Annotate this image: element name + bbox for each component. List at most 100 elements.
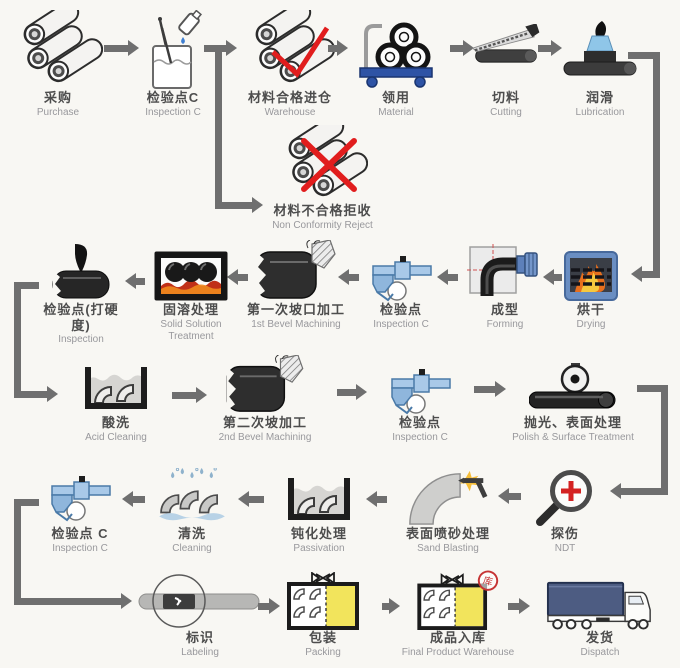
step-label-en: Polish & Surface Treatment [512,431,634,443]
step-label-zh: 成品入库 [429,630,486,645]
red-stamp-icon: 库 [477,570,499,591]
step-label-zh: 材料合格进仓 [247,90,332,105]
step-label-zh: 润滑 [585,90,614,105]
step-warehouse: 材料合格进仓 Warehouse [240,10,340,119]
connector-segment [14,282,39,289]
step-acid-cleaning: 酸洗 Acid Cleaning [78,355,154,444]
flow-arrow-left [366,491,387,507]
flow-arrow-left [227,269,248,285]
red-check-icon [271,26,330,78]
flow-arrow-right [508,598,530,614]
step-label-en: Cutting [490,106,522,118]
step-label-en: Cleaning [172,542,212,554]
step-cutting: 切料 Cutting [470,10,542,119]
step-label-en: Inspection C [373,318,429,330]
step-label-zh: 酸洗 [101,415,130,430]
flow-arrow-right [21,386,58,402]
bevel-machining-icon [244,240,348,302]
step-label-zh: 包装 [308,630,337,645]
step-label-en: Inspection C [392,431,448,443]
flow-arrow-left [238,491,264,507]
step-label-zh: 探伤 [550,526,579,541]
step-label-zh: 检验点 C [51,526,109,541]
connector-segment [215,48,222,208]
flow-arrow-right [258,598,280,614]
three-pipes-cross-icon [255,125,390,203]
step-label-zh: 发货 [585,630,614,645]
step-dispatch: 发货 Dispatch [545,570,655,659]
flow-arrow-right [21,593,132,609]
flow-arrow-right [328,40,348,56]
flow-arrow-left [543,269,562,285]
magnifier-cross-icon [532,468,598,526]
flow-arrow-left [498,488,521,504]
step-purchase: 采购 Purchase [12,10,104,119]
step-label-en: Forming [486,318,524,330]
step-packing: 包装 Packing [285,570,361,659]
step-ndt: 探伤 NDT [532,468,598,555]
step-labeling: 标识 Labeling [135,570,265,659]
step-label-zh: 清洗 [177,526,206,541]
packing-box-stamp-icon: 库 [398,570,518,630]
step-label-zh: 切料 [491,90,520,105]
caliper-icon [385,355,455,415]
flow-arrow-left [610,483,661,499]
step-label-zh: 领用 [381,90,410,105]
packing-box-icon [285,570,361,630]
step-label-en: Final Product Warehouse [401,646,515,658]
step-label-zh: 标识 [185,630,214,645]
step-inspection-c4: 检验点 C Inspection C [44,468,116,555]
step-label-zh: 固溶处理 [162,302,219,317]
step-sand-blasting: 表面喷砂处理 Sand Blasting [400,468,496,555]
svg-text:库: 库 [482,574,495,588]
sandblast-elbow-icon [400,468,496,526]
step-label-en: Lubrication [575,106,625,118]
flow-arrow-left [122,491,145,507]
step-label-zh: 采购 [43,90,72,105]
step-label-en: Material [378,106,414,118]
step-inspection-c3: 检验点 Inspection C [385,355,455,444]
flow-arrow-right [382,598,400,614]
connector-segment [14,282,21,398]
step-bevel2: 第二次坡加工 2nd Bevel Machining [213,355,317,444]
connector-segment [14,499,21,605]
step-label-en: Labeling [181,646,219,658]
beaker-test-icon [138,10,208,90]
flow-arrow-left [437,269,458,285]
rinse-elbows-icon [156,468,228,526]
step-label-zh: 第二次坡加工 [222,415,307,430]
step-label-en: Acid Cleaning [85,431,147,443]
acid-tank-icon [78,355,154,415]
label-magnify-icon [135,570,265,630]
step-label-en: NDT [554,542,576,554]
caliper-icon [368,240,434,302]
step-label-zh: 检验点 [398,415,441,430]
step-label-zh: 检验点(打硬度) [43,302,119,333]
step-label-en: Packing [305,646,341,658]
step-lubrication: 润滑 Lubrication [562,10,638,119]
step-polish: 抛光、表面处理 Polish & Surface Treatment [508,355,638,444]
hardness-test-icon [40,240,122,302]
step-label-zh: 成型 [490,302,519,317]
furnace-icon [148,240,234,302]
passivation-tank-icon [282,468,356,526]
step-forming: 成型 Forming [465,240,545,331]
three-pipes-check-icon [240,10,340,90]
step-label-zh: 表面喷砂处理 [405,526,490,541]
step-cleaning: 清洗 Cleaning [156,468,228,555]
three-pipes-icon [12,10,104,90]
caliper-icon [44,468,116,526]
step-label-zh: 检验点C [146,90,200,105]
step-inspection-c2: 检验点 Inspection C [368,240,434,331]
step-reject: 材料不合格拒收 Non Conformity Reject [255,125,390,232]
drying-oven-icon [556,240,626,302]
step-final-warehouse: 库 成品入库 Final Product Warehouse [398,570,518,659]
step-label-en: Drying [576,318,606,330]
step-material: 领用 Material [352,10,440,119]
step-label-zh: 第一次坡口加工 [246,302,345,317]
connector-segment [628,52,660,59]
bevel-machining-icon [213,355,317,415]
flow-arrow-left [338,269,359,285]
step-label-en: Passivation [293,542,345,554]
